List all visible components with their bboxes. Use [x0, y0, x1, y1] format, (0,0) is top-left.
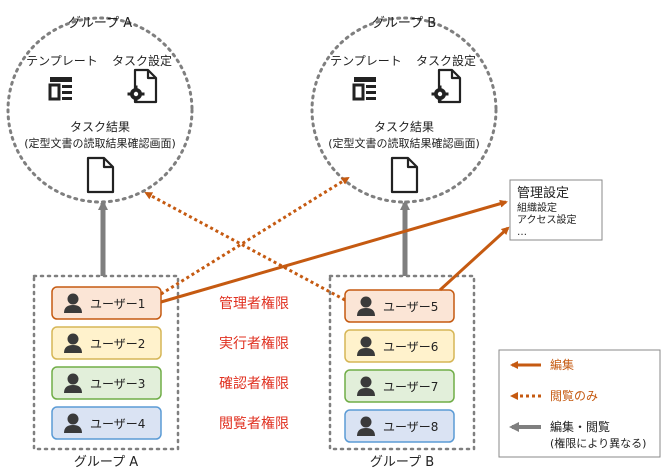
legend-view-only-label: 閲覧のみ	[550, 389, 598, 403]
user-name: ユーザー8	[383, 420, 438, 434]
group-a-box-label: グループ A	[74, 455, 138, 470]
group-a-task-setting-label: タスク設定	[112, 53, 172, 68]
task-result-icon	[86, 156, 115, 194]
view-only-arrow	[160, 176, 350, 296]
edit-arrow	[438, 226, 510, 292]
group-a-cloud-title: グループ A	[68, 16, 132, 31]
task-setting-icon	[430, 68, 462, 104]
admin-settings-item: …	[517, 227, 527, 238]
group-b-cloud	[310, 16, 498, 204]
legend-edit-label: 編集	[550, 357, 574, 372]
group-b-box	[328, 274, 476, 451]
group-b-result-label: タスク結果	[374, 120, 434, 134]
admin-settings-item: 組織設定	[517, 201, 557, 214]
role-label: 管理者権限	[219, 295, 289, 312]
role-label: 実行者権限	[219, 335, 289, 352]
role-label: 確認者権限	[219, 375, 289, 392]
template-icon	[352, 75, 378, 102]
group-a-template-label: テンプレート	[26, 54, 98, 68]
user-card: ユーザー3	[51, 366, 162, 400]
user-card: ユーザー1	[51, 286, 162, 320]
user-name: ユーザー1	[90, 297, 145, 311]
group-a-box	[32, 274, 180, 451]
group-a-result-sub: (定型文書の読取結果確認画面)	[24, 136, 176, 150]
group-b-cloud-title: グループ B	[372, 16, 436, 31]
template-icon	[48, 75, 74, 102]
user-name: ユーザー3	[90, 377, 145, 391]
user-name: ユーザー4	[90, 417, 145, 431]
view-only-arrow	[144, 191, 346, 302]
user-name: ユーザー6	[383, 340, 438, 354]
group-b-task-setting-label: タスク設定	[416, 53, 476, 68]
group-a-result-label: タスク結果	[70, 120, 130, 134]
group-b-box-label: グループ B	[370, 455, 434, 470]
group-b-template-label: テンプレート	[330, 54, 402, 68]
group-b-result-sub: (定型文書の読取結果確認画面)	[328, 136, 480, 150]
user-card: ユーザー5	[344, 289, 455, 323]
user-card: ユーザー2	[51, 326, 162, 360]
legend-box	[498, 349, 661, 458]
admin-settings-box	[509, 179, 603, 241]
group-a-cloud	[6, 16, 194, 204]
user-name: ユーザー7	[383, 380, 438, 394]
legend-edit-view-label: 編集・閲覧	[550, 419, 610, 434]
user-card: ユーザー7	[344, 369, 455, 403]
admin-settings-item: アクセス設定	[517, 213, 577, 226]
task-setting-icon	[126, 68, 158, 104]
user-card: ユーザー8	[344, 409, 455, 443]
user-card: ユーザー6	[344, 329, 455, 363]
user-card: ユーザー4	[51, 406, 162, 440]
legend-edit-view-note: (権限により異なる)	[550, 436, 646, 450]
user-name: ユーザー5	[383, 300, 438, 314]
user-name: ユーザー2	[90, 337, 145, 351]
admin-settings-title: 管理設定	[517, 185, 569, 201]
edit-arrow	[160, 199, 508, 304]
role-label: 閲覧者権限	[219, 415, 289, 432]
task-result-icon	[390, 156, 419, 194]
